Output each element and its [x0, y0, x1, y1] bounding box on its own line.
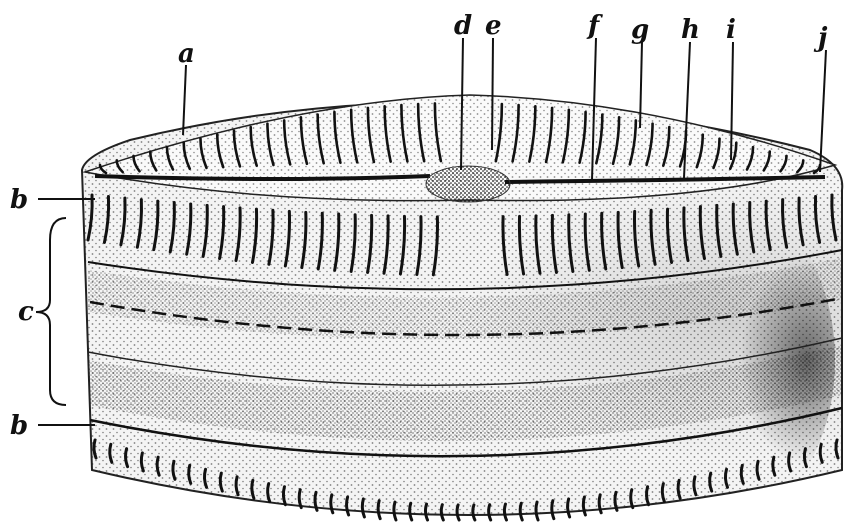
- label-h: h: [681, 15, 700, 45]
- label-d: d: [454, 11, 472, 41]
- label-b-bottom: b: [10, 411, 28, 441]
- label-b-top: b: [10, 185, 28, 215]
- label-j: j: [813, 23, 828, 53]
- label-f: f: [586, 11, 603, 41]
- label-c: c: [18, 297, 34, 327]
- valve-face: [85, 95, 835, 202]
- label-i: i: [726, 15, 736, 45]
- central-nodule: [426, 166, 510, 202]
- label-g: g: [631, 15, 649, 45]
- label-a: a: [178, 39, 195, 69]
- label-e: e: [485, 11, 502, 41]
